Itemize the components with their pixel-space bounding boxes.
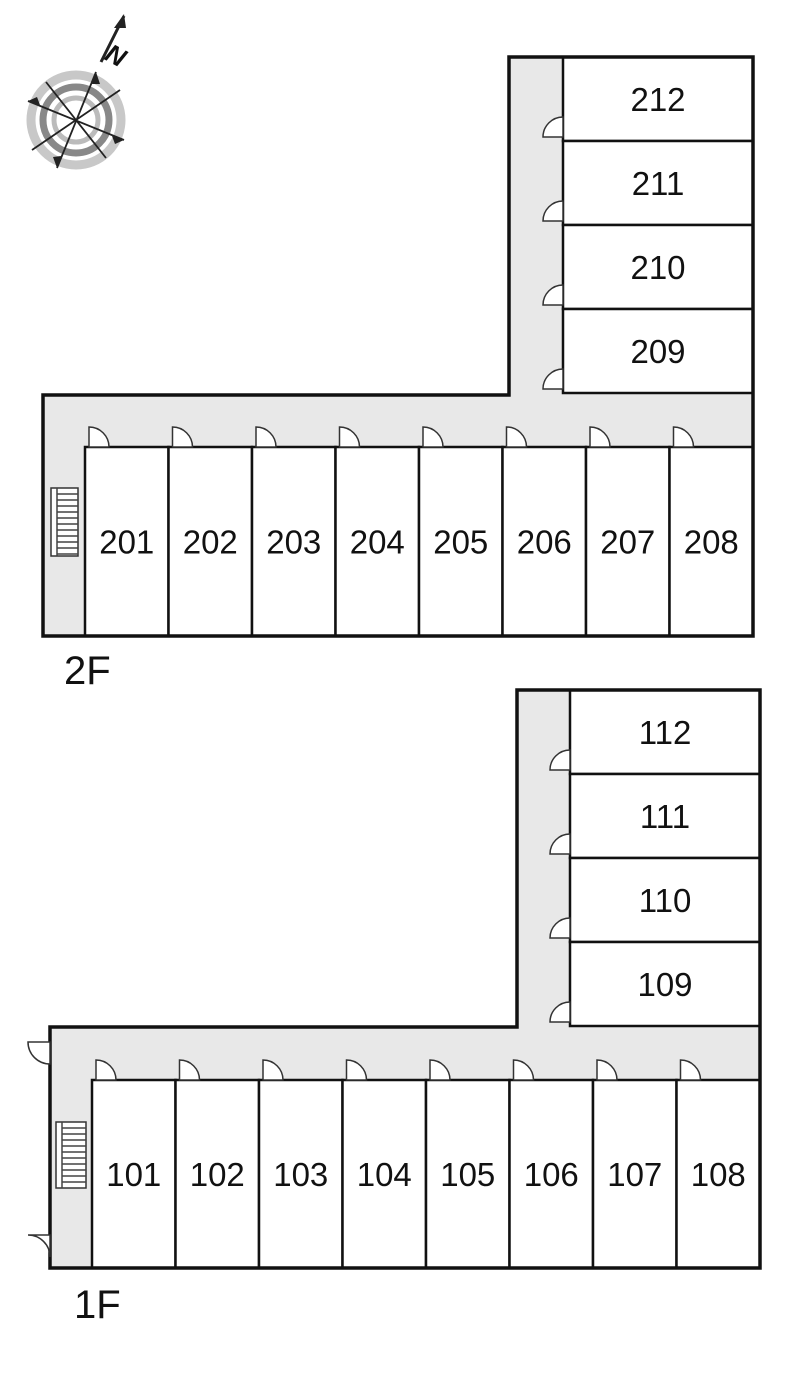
room-210 [561,223,755,311]
door-icon [549,749,571,771]
floor-2f-label: 2F [64,649,111,693]
room-label-209: 209 [630,333,685,370]
room-label-205: 205 [433,524,488,561]
room-211 [561,139,755,227]
floor-1f-label: 1F [74,1283,121,1327]
door-icon [542,368,564,390]
room-label-108: 108 [691,1156,746,1193]
room-label-212: 212 [630,81,685,118]
room-202 [167,445,254,638]
door-icon [542,284,564,306]
room-102 [174,1078,261,1270]
room-label-107: 107 [607,1156,662,1193]
room-208 [668,445,755,638]
door-icon [589,426,611,448]
compass-north-label: N [100,38,132,74]
door-icon [549,917,571,939]
door-icon [429,1059,451,1081]
room-label-202: 202 [183,524,238,561]
room-107 [591,1078,678,1270]
floor-2f-stairs [50,487,79,557]
floor-1f: 101 102 103 104 105 106 107 108 112 111 110 109 1F [27,688,762,1327]
floor-1f-entrance-doors [27,1041,51,1258]
room-109 [568,940,762,1028]
room-112 [568,688,762,776]
door-icon [88,426,110,448]
door-icon [512,1059,535,1081]
floor-2f: 201 202 203 204 205 206 207 208 212 211 210 209 2F [41,55,755,693]
door-icon [171,426,194,448]
room-label-207: 207 [600,524,655,561]
room-label-103: 103 [273,1156,328,1193]
room-111 [568,772,762,860]
room-203 [250,445,337,638]
room-label-104: 104 [357,1156,412,1193]
door-icon [422,426,444,448]
door-icon [679,1059,702,1081]
compass-rose-icon: N [26,14,132,170]
door-icon [549,1001,571,1023]
room-label-204: 204 [350,524,405,561]
door-icon [338,426,361,448]
floor-1f-stairs [55,1121,87,1189]
room-209 [561,307,755,395]
room-label-210: 210 [630,249,685,286]
door-icon [345,1059,368,1081]
room-label-109: 109 [637,966,692,1003]
room-110 [568,856,762,944]
room-label-206: 206 [517,524,572,561]
room-105 [424,1078,511,1270]
door-icon [255,426,277,448]
door-icon [672,426,695,448]
room-104 [341,1078,428,1270]
door-icon [549,833,571,855]
room-101 [90,1078,177,1270]
room-label-102: 102 [190,1156,245,1193]
room-label-112: 112 [639,714,692,751]
room-label-105: 105 [440,1156,495,1193]
door-icon [596,1059,618,1081]
room-label-208: 208 [684,524,739,561]
door-icon [178,1059,201,1081]
room-106 [508,1078,595,1270]
room-207 [584,445,671,638]
room-label-211: 211 [632,165,685,202]
door-icon [505,426,528,448]
door-icon [542,116,564,138]
room-label-110: 110 [639,882,692,919]
room-label-203: 203 [266,524,321,561]
room-label-111: 111 [640,798,690,835]
room-label-106: 106 [524,1156,579,1193]
door-icon [95,1059,117,1081]
door-icon [262,1059,284,1081]
room-label-201: 201 [99,524,154,561]
door-icon [542,200,564,222]
room-label-101: 101 [106,1156,161,1193]
